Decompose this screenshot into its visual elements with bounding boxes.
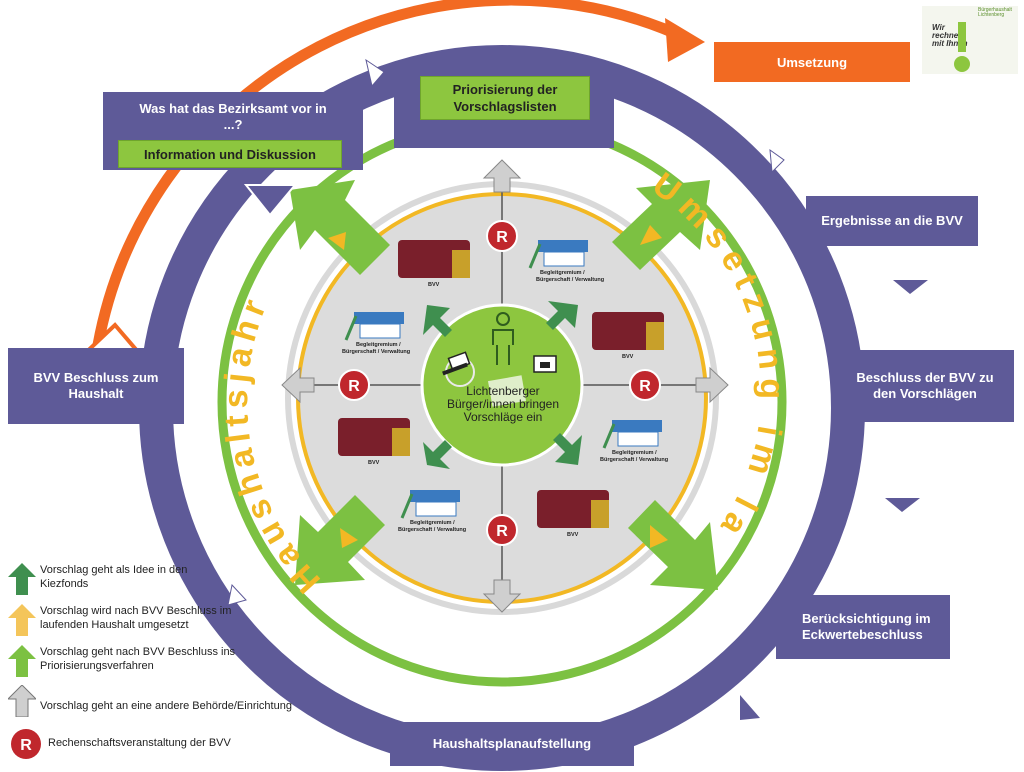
label-bvv-3: BVV — [368, 460, 380, 466]
crowd-bvv-top-left — [398, 240, 470, 278]
box-umsetzung: Umsetzung — [714, 42, 910, 82]
committee-left — [344, 312, 404, 341]
green-light-arrow-icon — [8, 645, 36, 677]
box-umsetzung-text: Umsetzung — [776, 54, 848, 70]
box-information: Information und Diskussion — [118, 140, 342, 168]
crowd-bvv-right — [592, 312, 664, 350]
label-bvv-1: BVV — [428, 282, 440, 288]
crowd-bvv-left — [338, 418, 410, 456]
inner-green-arrows — [423, 301, 582, 469]
person-icon — [492, 312, 514, 365]
legend-item: Vorschlag geht als Idee in den Kiezfonds — [8, 563, 210, 595]
legend-item: R Rechenschaftsveranstaltung der BVV — [8, 728, 268, 760]
grey-arrow-icon — [8, 685, 36, 717]
svg-text:R: R — [496, 229, 508, 246]
box-priorisierung: Priorisierung der Vorschlagslisten — [420, 76, 590, 120]
box-was-hat-text: Was hat das Bezirksamt vor in ...? — [139, 101, 327, 132]
logo-exclamation-icon — [958, 22, 966, 52]
box-beruecksichtigung-text: Berücksichtigung im Eckwertebeschluss — [802, 611, 931, 642]
crowd-bvv-bottom — [537, 490, 609, 528]
legend-text: Vorschlag geht an eine andere Behörde/Ei… — [40, 700, 292, 712]
svg-text:R: R — [496, 523, 508, 540]
label-begleit-2a: Begleitgremium / — [356, 342, 401, 348]
orange-cycle-arrow — [92, 0, 693, 346]
orange-arrowhead — [665, 18, 705, 62]
white-chevron-1 — [365, 58, 385, 88]
label-begleit-3a: Begleitgremium / — [612, 450, 657, 456]
center-paper — [488, 375, 526, 407]
legend-item: Vorschlag wird nach BVV Beschluss im lau… — [8, 604, 240, 636]
svg-text:R: R — [20, 737, 32, 754]
grey-arrows — [281, 159, 729, 613]
r-circle-right: R — [629, 369, 661, 401]
center-text: Lichtenberger Bürger/innen bringen Vorsc… — [446, 384, 560, 424]
label-bvv-4: BVV — [567, 532, 579, 538]
triangle-marker-3 — [740, 695, 760, 720]
r-circle-top: R — [486, 220, 518, 252]
box-haushaltsplan-text: Haushaltsplanaufstellung — [432, 736, 592, 751]
svg-text:R: R — [348, 378, 360, 395]
white-chevron-3 — [227, 583, 247, 606]
r-circle-icon: R — [11, 729, 41, 759]
legend-text: Vorschlag wird nach BVV Beschluss im lau… — [40, 605, 232, 631]
logo-dot-icon — [954, 56, 970, 72]
committee-bottom-left — [400, 490, 460, 519]
legend-text: Rechenschaftsveranstaltung der BVV — [48, 737, 231, 749]
legend-item: Vorschlag geht nach BVV Beschluss ins Pr… — [8, 645, 260, 677]
legend-text: Vorschlag geht nach BVV Beschluss ins Pr… — [40, 646, 236, 672]
label-begleit-1a: Begleitgremium / — [540, 270, 585, 276]
r-circle-left: R — [338, 369, 370, 401]
box-beschluss-vorschlaege: Beschluss der BVV zu den Vorschlägen — [836, 350, 1014, 422]
logo-brand: Bürgerhaushalt Lichtenberg — [978, 7, 1012, 18]
committee-right — [602, 420, 662, 449]
box-beruecksichtigung: Berücksichtigung im Eckwertebeschluss — [776, 595, 950, 659]
white-chevron-2 — [769, 148, 785, 174]
label-begleit-4b: Bürgerschaft / Verwaltung — [398, 527, 466, 533]
label-begleit-2b: Bürgerschaft / Verwaltung — [342, 349, 410, 355]
logo-tagline: Wir rechnen mit Ihnen — [932, 23, 968, 48]
triangle-marker-4 — [243, 184, 298, 217]
box-ergebnisse-text: Ergebnisse an die BVV — [821, 213, 963, 228]
svg-text:R: R — [639, 378, 651, 395]
box-ergebnisse: Ergebnisse an die BVV — [806, 196, 978, 246]
logo: Bürgerhaushalt Lichtenberg Wir rechnen m… — [922, 6, 1018, 74]
box-haushaltsplan: Haushaltsplanaufstellung — [390, 722, 634, 766]
committee-top-right — [528, 240, 588, 269]
label-begleit-4a: Begleitgremium / — [410, 520, 455, 526]
triangle-marker-2 — [885, 498, 920, 512]
yellow-arrow-icon — [8, 604, 36, 636]
label-begleit-1b: Bürgerschaft / Verwaltung — [536, 277, 604, 283]
label-begleit-3b: Bürgerschaft / Verwaltung — [600, 457, 668, 463]
r-circle-bottom: R — [486, 514, 518, 546]
box-beschluss-vorschlaege-text: Beschluss der BVV zu den Vorschlägen — [856, 370, 994, 401]
box-priorisierung-text: Priorisierung der Vorschlagslisten — [452, 82, 558, 114]
ring-arrows — [290, 180, 718, 590]
legend-text: Vorschlag geht als Idee in den Kiezfonds — [40, 564, 188, 590]
green-dark-arrow-icon — [8, 563, 36, 595]
triangle-marker-1 — [893, 280, 928, 294]
mail-icon — [533, 355, 557, 373]
label-bvv-2: BVV — [622, 354, 634, 360]
box-bvv-haushalt-text: BVV Beschluss zum Haushalt — [33, 370, 159, 401]
legend-item: Vorschlag geht an eine andere Behörde/Ei… — [8, 685, 320, 717]
laptop-icon — [442, 351, 471, 376]
box-bvv-haushalt: BVV Beschluss zum Haushalt — [8, 348, 184, 424]
box-information-text: Information und Diskussion — [144, 146, 316, 162]
